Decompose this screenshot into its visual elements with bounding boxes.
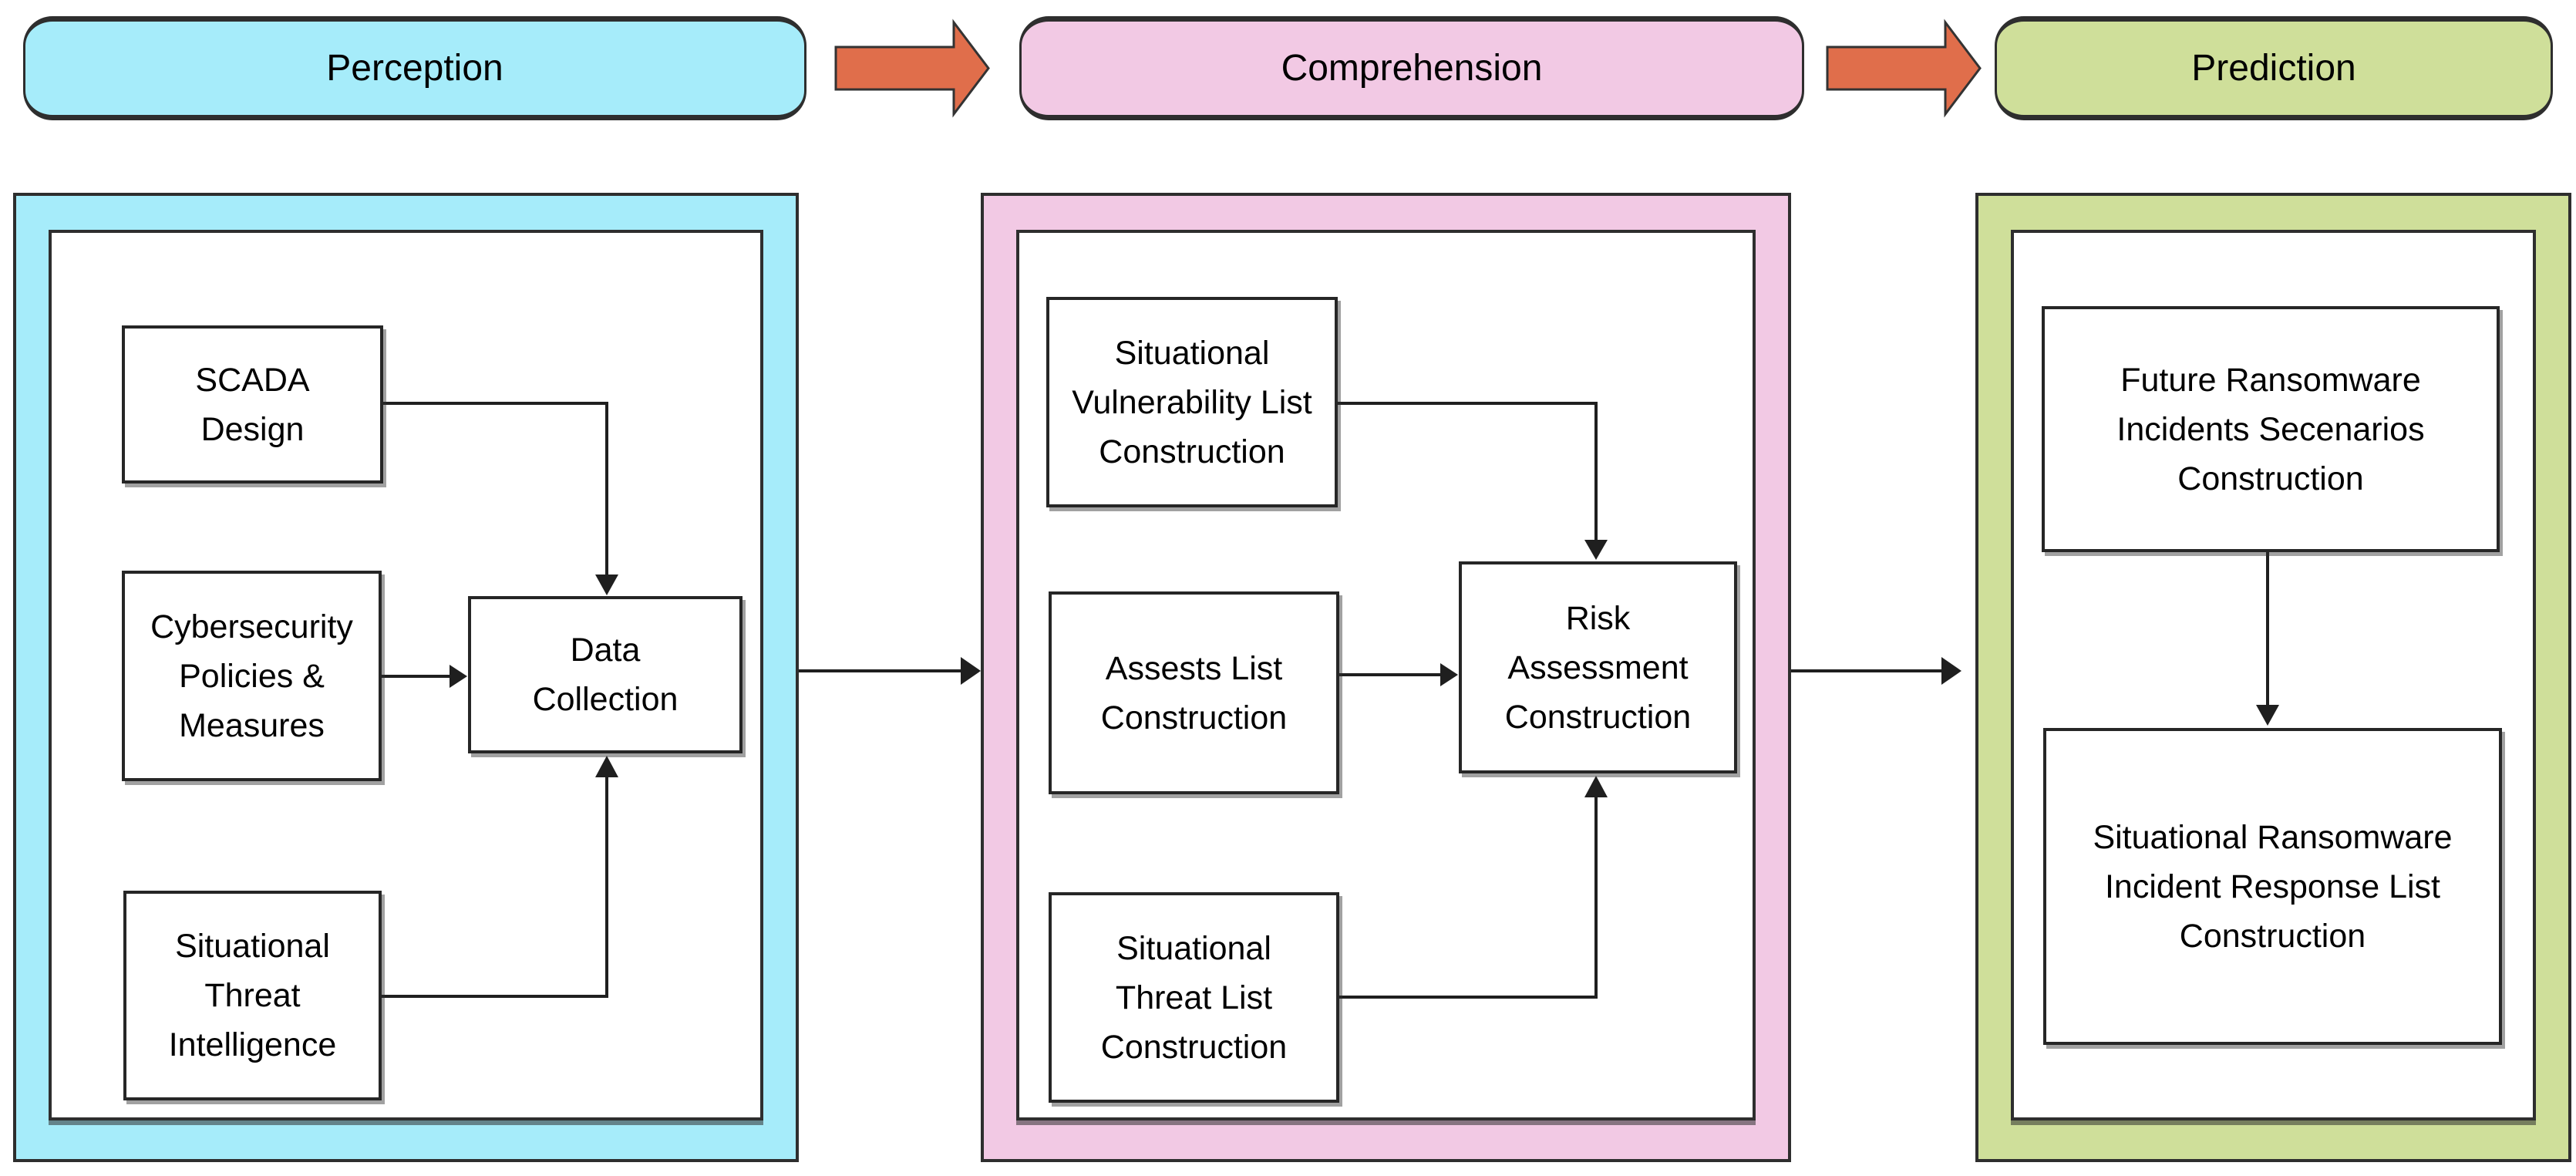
data-collection-label: Data Collection (532, 632, 679, 718)
scada-design-label: SCADA Design (195, 361, 310, 448)
prediction-stage-pill: Prediction (1995, 16, 2553, 120)
cybersecurity-policies-node: Cybersecurity Policies & Measures (122, 571, 382, 781)
comprehension-to-prediction-block-arrow-icon (1826, 19, 1982, 118)
cybersecurity-policies-label: Cybersecurity Policies & Measures (150, 608, 353, 744)
comprehension-to-prediction-arrowhead-icon (1941, 657, 1961, 685)
future-ransomware-scenarios-node: Future Ransomware Incidents Secenarios C… (2042, 306, 2500, 552)
comprehension-stage-label: Comprehension (1281, 48, 1543, 89)
scada-design-node: SCADA Design (122, 325, 383, 484)
assets-list-label: Assests List Construction (1100, 649, 1288, 736)
perception-to-comprehension-block-arrow-icon (834, 19, 990, 118)
perception-stage-pill: Perception (23, 16, 806, 120)
situational-threat-list-node: Situational Threat List Construction (1049, 892, 1339, 1103)
situational-vulnerability-list-node: Situational Vulnerability List Construct… (1046, 297, 1338, 507)
situational-incident-response-label: Situational Ransomware Incident Response… (2093, 818, 2453, 955)
prediction-stage-label: Prediction (2191, 48, 2356, 89)
situational-vulnerability-list-label: Situational Vulnerability List Construct… (1072, 334, 1312, 470)
situational-threat-list-label: Situational Threat List Construction (1100, 929, 1288, 1066)
risk-assessment-label: Risk Assessment Construction (1504, 599, 1692, 736)
risk-assessment-node: Risk Assessment Construction (1459, 561, 1737, 773)
perception-to-comprehension-arrowhead-icon (961, 657, 981, 685)
situational-threat-intelligence-node: Situational Threat Intelligence (123, 891, 382, 1100)
future-ransomware-scenarios-label: Future Ransomware Incidents Secenarios C… (2116, 361, 2425, 497)
perception-stage-label: Perception (326, 48, 503, 89)
situational-incident-response-node: Situational Ransomware Incident Response… (2043, 728, 2502, 1045)
data-collection-node: Data Collection (468, 596, 742, 753)
comprehension-stage-pill: Comprehension (1019, 16, 1804, 120)
situational-threat-intelligence-label: Situational Threat Intelligence (168, 928, 337, 1063)
assets-list-node: Assests List Construction (1049, 591, 1339, 794)
